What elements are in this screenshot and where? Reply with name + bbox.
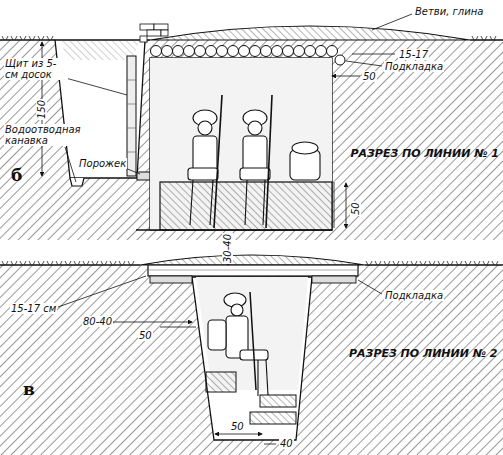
dimension-label: 50 xyxy=(362,71,377,82)
part-label: Щит из 5-см досок xyxy=(4,58,68,80)
section-title: РАЗРЕЗ ПО ЛИНИИ № 2 xyxy=(348,348,499,360)
dimension-label: 40 xyxy=(279,438,294,449)
section-title: РАЗРЕЗ ПО ЛИНИИ № 1 xyxy=(349,148,500,160)
dimension-label: 15-17 см xyxy=(10,303,57,314)
roof-logs xyxy=(151,46,338,57)
dimension-label: 30-40 xyxy=(222,233,233,264)
part-label: Порожек xyxy=(78,158,127,169)
part-label: Водоотводная канавка xyxy=(4,124,68,146)
dimension-label: 50 xyxy=(138,330,153,341)
part-label: Подкладка xyxy=(384,61,444,72)
dimension-label: 15-17 xyxy=(398,49,429,60)
figure-letter: б xyxy=(10,166,23,185)
figure-letter: в xyxy=(22,380,36,399)
material-label: Ветви, глина xyxy=(414,6,484,17)
dimension-label: 50 xyxy=(230,421,245,432)
dimension-label: 50 xyxy=(350,201,361,216)
dimension-label: 150 xyxy=(36,99,47,120)
part-label: Подкладка xyxy=(384,290,444,301)
dimension-label: 80-40 xyxy=(82,316,113,327)
grass xyxy=(2,261,498,265)
